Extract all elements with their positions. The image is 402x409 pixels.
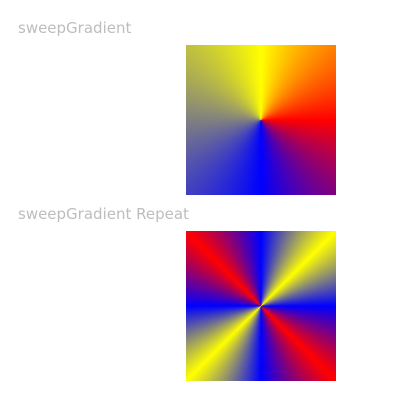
sweep-gradient-repeat-title: sweepGradient Repeat bbox=[18, 205, 189, 223]
sweep-gradient-swatch bbox=[186, 45, 336, 195]
sweep-gradient-repeat-swatch bbox=[186, 231, 336, 381]
sweep-gradient-title: sweepGradient bbox=[18, 19, 132, 37]
